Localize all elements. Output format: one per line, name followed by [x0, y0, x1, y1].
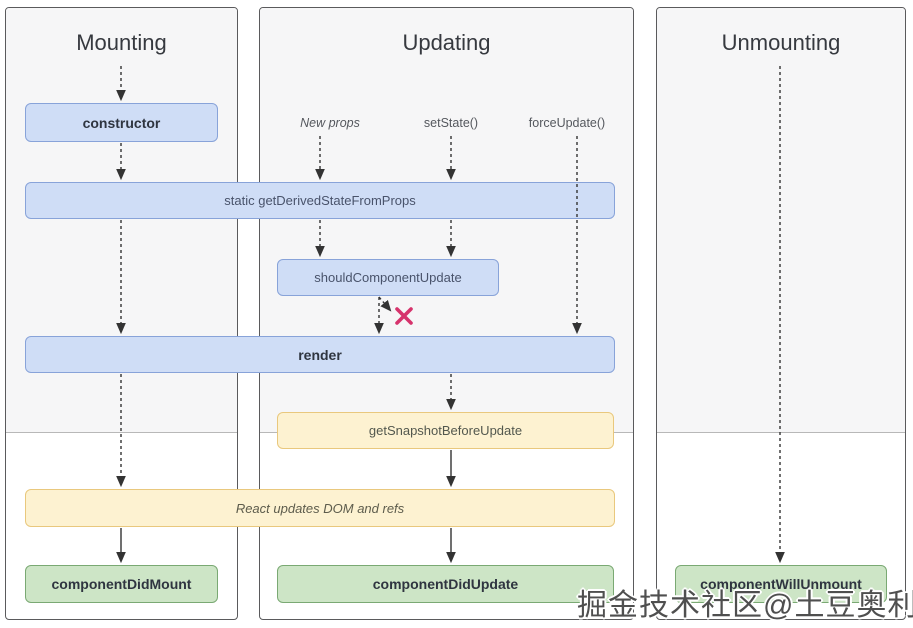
box-should-component-update[interactable]: shouldComponentUpdate — [277, 259, 499, 296]
trigger-force-update: forceUpdate() — [528, 116, 606, 130]
box-component-did-mount[interactable]: componentDidMount — [25, 565, 218, 603]
column-updating: Updating — [259, 7, 634, 620]
trigger-set-state: setState() — [423, 116, 479, 130]
column-unmounting: Unmounting — [656, 7, 906, 620]
column-title-unmounting: Unmounting — [721, 30, 841, 55]
column-title-mounting: Mounting — [76, 30, 167, 55]
trigger-new-props: New props — [300, 116, 360, 130]
box-component-did-update[interactable]: componentDidUpdate — [277, 565, 614, 603]
watermark: 掘金技术社区@土豆奥利奥 — [577, 589, 913, 622]
box-get-derived-state-from-props[interactable]: static getDerivedStateFromProps — [25, 182, 615, 219]
column-mounting: Mounting — [5, 7, 238, 620]
column-title-updating: Updating — [402, 30, 491, 55]
box-component-will-unmount[interactable]: componentWillUnmount — [675, 565, 887, 603]
render-phase-region — [657, 8, 905, 433]
box-render[interactable]: render — [25, 336, 615, 373]
box-get-snapshot-before-update[interactable]: getSnapshotBeforeUpdate — [277, 412, 614, 449]
box-constructor[interactable]: constructor — [25, 103, 218, 142]
box-react-updates-dom: React updates DOM and refs — [25, 489, 615, 527]
